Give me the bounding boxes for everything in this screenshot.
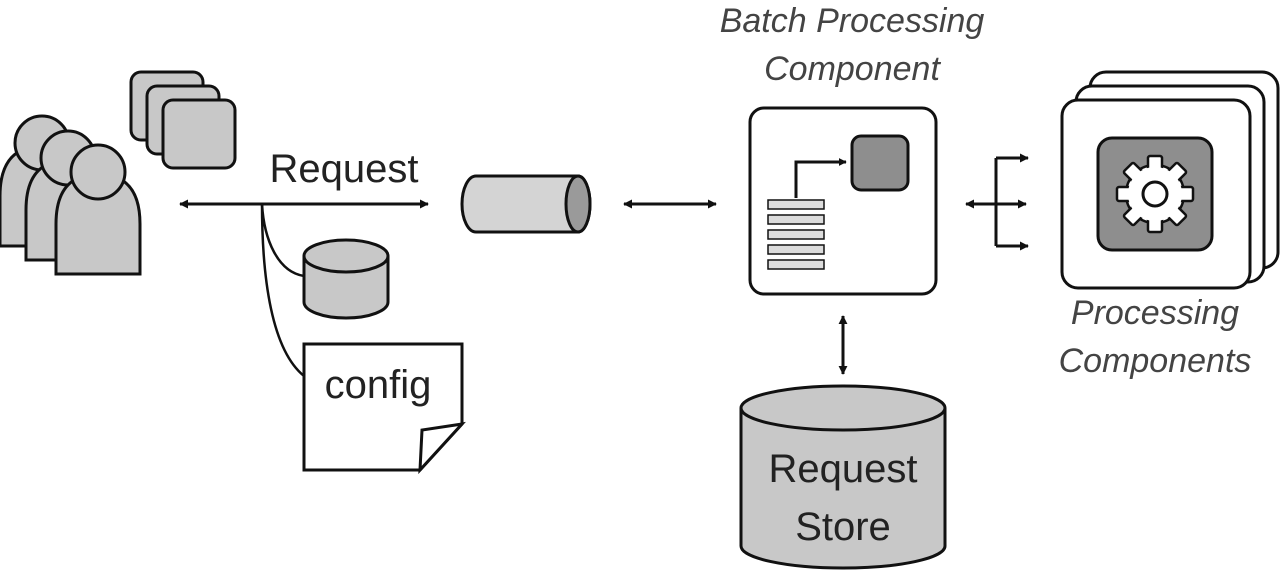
processing-components-stack: [1060, 70, 1280, 290]
connector-to-database: [260, 203, 305, 278]
request-store-label-line2: Store: [795, 505, 891, 549]
processing-components-label-line2: Components: [1059, 342, 1252, 380]
fan-out-arrows: [965, 153, 1029, 251]
config-label: config: [325, 363, 432, 407]
user-icon: [54, 143, 142, 276]
connector-to-config: [260, 203, 305, 377]
processing-components-label-line1: Processing: [1071, 294, 1239, 332]
task-square-icon: [850, 134, 910, 192]
request-store-database-icon: [739, 384, 947, 570]
batch-title-line1: Batch Processing: [720, 2, 985, 40]
request-label: Request: [270, 147, 419, 191]
batch-title-line2: Component: [764, 50, 941, 88]
request-store-label-line1: Request: [769, 447, 918, 491]
gear-icon: [1115, 154, 1195, 234]
database-icon: [302, 238, 390, 320]
document-icon: [302, 342, 466, 475]
users-group: [0, 114, 142, 276]
queue-icon: [460, 174, 592, 234]
dispatch-arrow: [794, 158, 847, 198]
list-icon: [767, 199, 825, 270]
window-stack-icon: [129, 70, 237, 170]
batch-processing-component: [748, 106, 938, 296]
